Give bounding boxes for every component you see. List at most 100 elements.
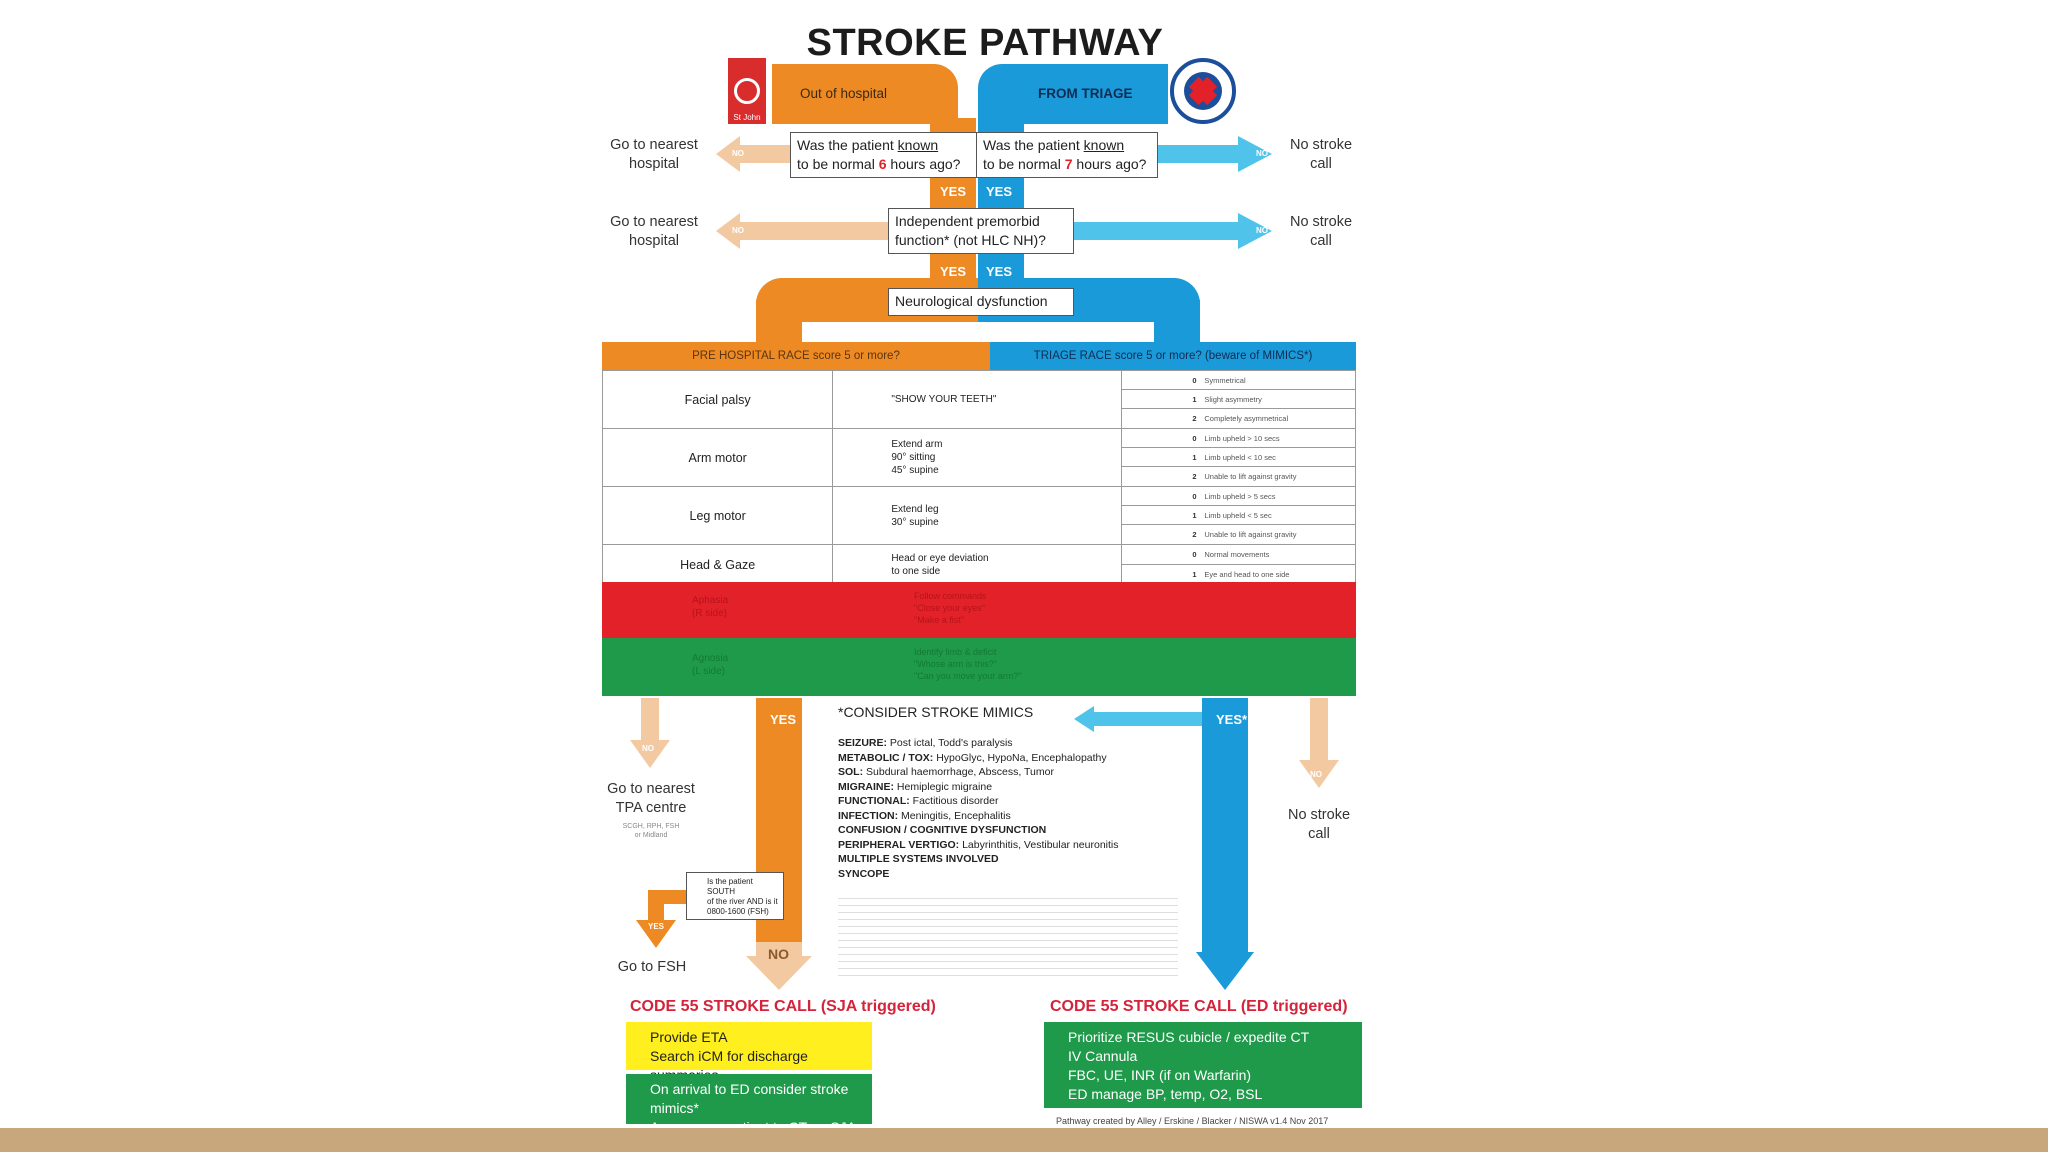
slide-bottom-strip xyxy=(0,1128,2048,1152)
mimic-item: SEIZURE: Post ictal, Todd's paralysis xyxy=(838,737,1013,749)
mimic-item: MULTIPLE SYSTEMS INVOLVED xyxy=(838,853,999,865)
race-instruction: Head or eye deviation to one side xyxy=(832,544,1123,585)
mimics-list: SEIZURE: Post ictal, Todd's paralysis ME… xyxy=(838,736,1119,881)
q1-yes-left: YES xyxy=(940,184,967,199)
from-triage-label: FROM TRIAGE xyxy=(1038,86,1133,101)
mimic-item: CONFUSION / COGNITIVE DYSFUNCTION xyxy=(838,824,1047,836)
race-row-agnosia: Agnosia (L side) Identify limb & deficit… xyxy=(602,638,1356,696)
no-left-down-label: NO xyxy=(642,744,654,753)
mimic-item: INFECTION: Meningitis, Encephalitis xyxy=(838,809,1011,822)
race-instruction: Extend leg 30° supine xyxy=(832,486,1123,545)
agnosia-instruction: Identify limb & deficit "Whose arm is th… xyxy=(914,647,1022,681)
go-nearest-line2: hospital xyxy=(629,156,679,172)
yes-orange-label: YES xyxy=(770,712,797,727)
no-orange-down xyxy=(756,942,802,956)
no-orange-label: NO xyxy=(768,946,789,962)
q1-left-question: Was the patient known to be normal 6 hou… xyxy=(790,132,980,178)
pathway-footer: Pathway created by Alley / Erskine / Bla… xyxy=(1056,1116,1329,1126)
race-row-arm: Arm motor Extend arm 90° sitting 45° sup… xyxy=(601,428,1356,487)
fsh-elbow-v xyxy=(648,890,664,920)
st-john-logo: St John xyxy=(728,58,766,124)
q1-yes-right: YES xyxy=(986,184,1013,199)
mimic-item: METABOLIC / TOX: HypoGlyc, HypoNa, Encep… xyxy=(838,751,1107,764)
st-john-cross-icon xyxy=(734,78,760,104)
race-item: Leg motor xyxy=(601,486,834,545)
yes-blue-arrowhead xyxy=(1196,952,1254,990)
race-row-aphasia: Aphasia (R side) Follow commands "Close … xyxy=(602,582,1356,638)
q2-yes-left: YES xyxy=(940,264,967,279)
race-instruction: "SHOW YOUR TEETH" xyxy=(832,370,1123,429)
mimic-item: FUNCTIONAL: Factitious disorder xyxy=(838,795,999,807)
q1-go-nearest-hospital: Go to nearest hospital xyxy=(604,136,704,174)
code55-ed-title: CODE 55 STROKE CALL (ED triggered) xyxy=(1050,998,1348,1015)
q2-no-arrowhead-right xyxy=(1238,213,1272,249)
q2-yes-right: YES xyxy=(986,264,1013,279)
out-of-hospital-label: Out of hospital xyxy=(800,86,888,101)
race-header-right: TRIAGE RACE score 5 or more? (beware of … xyxy=(990,342,1356,370)
q2-no-arrow-left xyxy=(738,222,888,240)
mimics-pointer-head xyxy=(1074,706,1094,732)
aphasia-instruction: Follow commands "Close your eyes" "Make … xyxy=(914,591,987,625)
neuro-inner-gap xyxy=(802,322,1154,342)
q2-no-arrowhead-left xyxy=(716,213,740,249)
mimics-footnote-area xyxy=(838,892,1178,978)
hospital-crest-icon xyxy=(1170,58,1236,124)
mimic-item: MIGRAINE: Hemiplegic migraine xyxy=(838,780,993,793)
aphasia-item: Aphasia (R side) xyxy=(692,595,729,619)
race-item: Arm motor xyxy=(601,428,834,487)
no-down-arrow-left xyxy=(641,698,659,740)
q1-no-arrow-right xyxy=(1158,145,1238,163)
q1-no-arrowhead-right xyxy=(1238,136,1272,172)
no-stroke-line1: No stroke xyxy=(1289,137,1353,153)
out-of-hospital-banner xyxy=(772,64,958,124)
mimics-title: *CONSIDER STROKE MIMICS xyxy=(838,704,1034,720)
page-title: STROKE PATHWAY xyxy=(806,22,1164,64)
from-triage-banner xyxy=(978,64,1168,124)
go-nearest-line1: Go to nearest xyxy=(610,137,698,153)
race-header-left: PRE HOSPITAL RACE score 5 or more? xyxy=(602,342,990,370)
q2-no-arrow-right xyxy=(1074,222,1238,240)
sja-green-actions: On arrival to ED consider stroke mimics*… xyxy=(626,1074,872,1154)
mimic-item: PERIPHERAL VERTIGO: Labyrinthitis, Vesti… xyxy=(838,838,1119,851)
yes-blue-down-stem xyxy=(1202,698,1248,952)
no-down-arrowhead-right xyxy=(1299,760,1339,788)
race-item: Facial palsy xyxy=(601,370,834,429)
fsh-yes-label: YES xyxy=(648,922,665,931)
go-to-fsh: Go to FSH xyxy=(617,959,687,975)
mimics-pointer-arrow xyxy=(1092,712,1202,726)
q1-no-left-label: NO xyxy=(732,149,744,158)
fsh-arrowhead xyxy=(636,920,676,948)
no-stroke-line2: call xyxy=(1310,156,1332,172)
no-orange-arrowhead xyxy=(746,956,812,990)
yes-blue-label: YES* xyxy=(1216,712,1248,727)
race-item: Head & Gaze xyxy=(601,544,834,585)
mimic-item: SYNCOPE xyxy=(838,867,890,880)
no-down-arrowhead-left xyxy=(630,740,670,768)
race-row-head-gaze: Head & Gaze Head or eye deviation to one… xyxy=(601,544,1356,585)
mimic-item: SOL: Subdural haemorrhage, Abscess, Tumo… xyxy=(838,766,1054,778)
neuro-blue-leg xyxy=(1154,300,1200,342)
neuro-orange-leg xyxy=(756,300,802,342)
neuro-dysfunction-box: Neurological dysfunction xyxy=(888,288,1074,316)
